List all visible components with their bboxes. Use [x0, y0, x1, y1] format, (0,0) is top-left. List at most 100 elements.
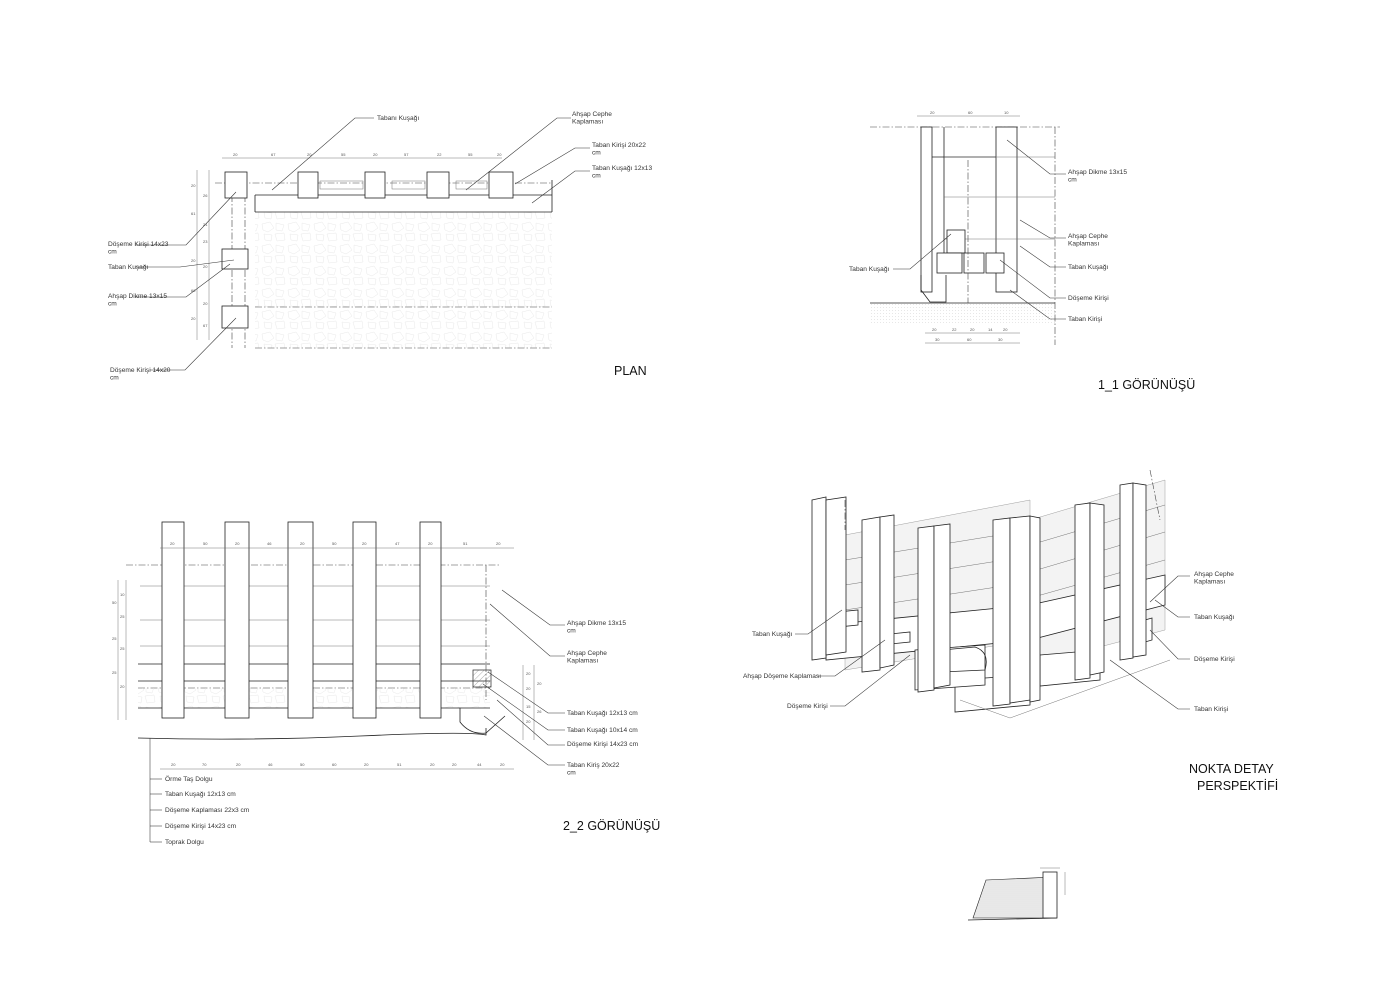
- svg-text:30: 30: [935, 337, 940, 342]
- plan-label: Tabanı Kuşağı: [377, 115, 419, 122]
- svg-text:20: 20: [526, 686, 531, 691]
- svg-text:20: 20: [930, 110, 935, 115]
- plan-floor-infill: [255, 212, 552, 348]
- svg-text:57: 57: [404, 152, 409, 157]
- svg-text:50: 50: [112, 600, 117, 605]
- view11-label: Döşeme Kirişi: [1068, 295, 1109, 302]
- svg-text:20: 20: [496, 541, 501, 546]
- plan-post: [297, 171, 319, 199]
- view11-title: 1_1 GÖRÜNÜŞÜ: [1098, 378, 1195, 392]
- svg-text:25: 25: [112, 670, 117, 675]
- svg-text:20: 20: [500, 762, 505, 767]
- svg-text:50: 50: [203, 541, 208, 546]
- plan-post: [221, 248, 249, 270]
- svg-text:50: 50: [332, 541, 337, 546]
- svg-text:25: 25: [120, 614, 125, 619]
- svg-text:20: 20: [235, 541, 240, 546]
- svg-text:20: 20: [526, 719, 531, 724]
- svg-text:20: 20: [300, 541, 305, 546]
- svg-text:20: 20: [430, 762, 435, 767]
- key-detail: [967, 867, 1066, 921]
- v22-post: [224, 521, 250, 719]
- svg-text:60: 60: [968, 110, 973, 115]
- svg-text:20: 20: [170, 541, 175, 546]
- persp-label: Taban Kirişi: [1194, 706, 1229, 713]
- svg-text:30: 30: [998, 337, 1003, 342]
- svg-text:23: 23: [203, 239, 208, 244]
- svg-text:20: 20: [497, 152, 502, 157]
- svg-text:22: 22: [952, 327, 957, 332]
- svg-text:20: 20: [120, 684, 125, 689]
- svg-text:20: 20: [362, 541, 367, 546]
- svg-text:25: 25: [120, 646, 125, 651]
- svg-text:10: 10: [1004, 110, 1009, 115]
- svg-text:20: 20: [191, 258, 196, 263]
- persp-label: Döşeme Kirişi: [1194, 656, 1235, 663]
- v22-legend-item: Örme Taş Dolgu: [165, 775, 213, 783]
- persp-label: Taban Kuşağı: [1194, 614, 1234, 621]
- svg-text:69: 69: [191, 288, 196, 293]
- svg-text:51: 51: [397, 762, 402, 767]
- persp-title-2: PERSPEKTİFİ: [1197, 779, 1278, 793]
- svg-text:14: 14: [988, 327, 993, 332]
- svg-text:10: 10: [120, 592, 125, 597]
- svg-text:46: 46: [267, 541, 272, 546]
- svg-text:15: 15: [526, 704, 531, 709]
- svg-text:20: 20: [364, 762, 369, 767]
- svg-text:20: 20: [307, 152, 312, 157]
- v22-post: [287, 521, 314, 719]
- svg-text:20: 20: [932, 327, 937, 332]
- svg-text:20: 20: [526, 671, 531, 676]
- svg-text:22: 22: [437, 152, 442, 157]
- svg-text:20: 20: [373, 152, 378, 157]
- svg-text:50: 50: [300, 762, 305, 767]
- persp-title-1: NOKTA DETAY: [1189, 762, 1274, 776]
- svg-text:20: 20: [171, 762, 176, 767]
- svg-text:70: 70: [202, 762, 207, 767]
- view11-label: Taban Kuşağı: [849, 266, 889, 273]
- v22-post: [352, 521, 377, 719]
- svg-text:25: 25: [112, 636, 117, 641]
- svg-text:26: 26: [203, 193, 208, 198]
- v22-label: Döşeme Kirişi 14x23 cm: [567, 741, 639, 748]
- svg-text:20: 20: [191, 183, 196, 188]
- v22-legend-item: Taban Kuşağı 12x13 cm: [165, 791, 236, 798]
- view11-label: Taban Kirişi: [1068, 316, 1103, 323]
- svg-text:55: 55: [341, 152, 346, 157]
- v22-post: [161, 521, 185, 719]
- persp-label: Döşeme Kirişi: [787, 703, 828, 710]
- v22-legend-item: Döşeme Kirişi 14x23 cm: [165, 823, 237, 830]
- svg-text:44: 44: [477, 762, 482, 767]
- plan-post: [224, 171, 248, 199]
- svg-text:55: 55: [468, 152, 473, 157]
- svg-text:20: 20: [203, 264, 208, 269]
- plan-post: [364, 171, 386, 199]
- v22-label: Taban Kuşağı 10x14 cm: [567, 727, 638, 734]
- v22-legend-item: Toprak Dolgu: [165, 839, 204, 846]
- v22-legend-item: Döşeme Kaplaması 22x3 cm: [165, 807, 250, 814]
- svg-text:20: 20: [537, 681, 542, 686]
- plan-title: PLAN: [614, 364, 647, 378]
- plan-post: [488, 171, 514, 199]
- v22-post: [419, 521, 442, 719]
- plan-post: [426, 171, 450, 199]
- view11-label: Taban Kuşağı: [1068, 264, 1108, 271]
- svg-text:67: 67: [271, 152, 276, 157]
- v22-label: Taban Kuşağı 12x13 cm: [567, 710, 638, 717]
- persp-label: Ahşap Döşeme Kaplaması: [743, 673, 821, 680]
